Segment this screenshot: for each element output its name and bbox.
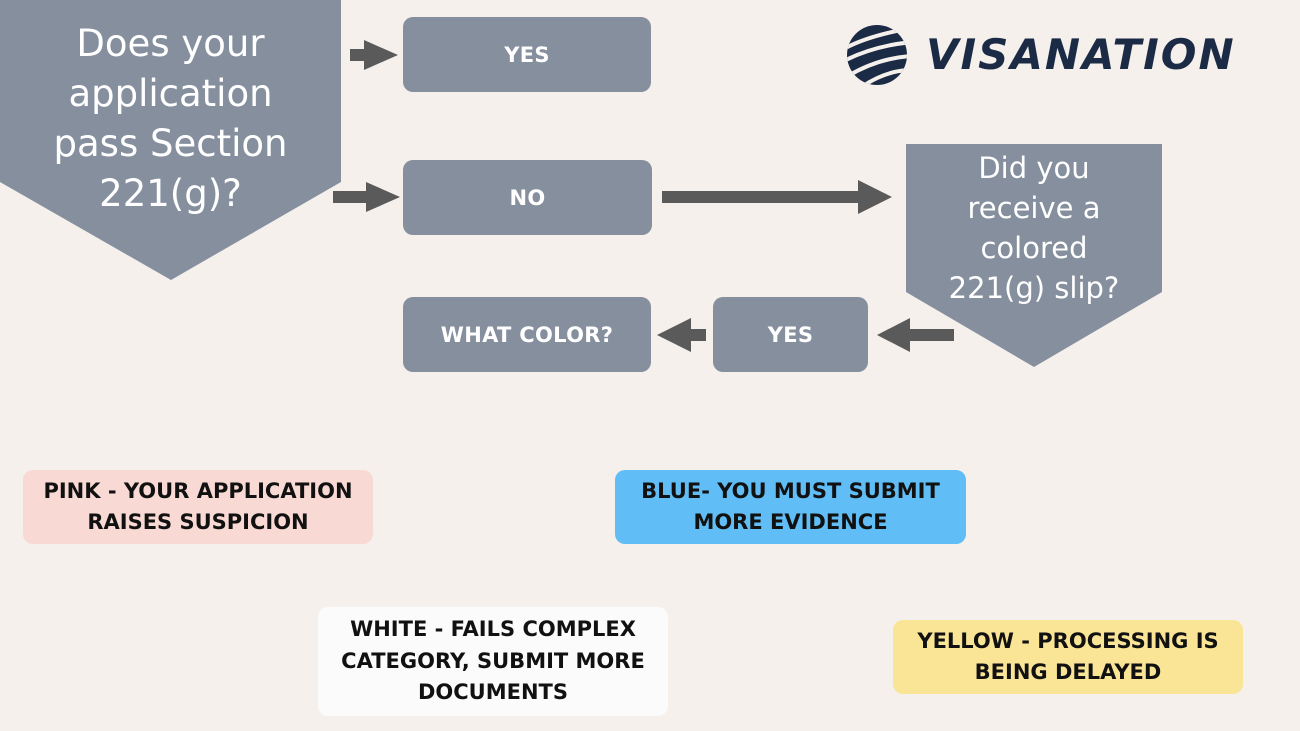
slip-question-shape [906,144,1162,367]
arrow-yes-to-what-color [657,318,706,352]
slip-yes-box: YES [713,297,868,372]
white-note: WHITE - FAILS COMPLEX CATEGORY, SUBMIT M… [318,607,668,716]
arrow-to-no [333,182,400,212]
arrow-no-to-slip [662,180,892,214]
arrow-to-yes [350,40,398,70]
logo: VISANATION [846,24,1234,86]
yellow-note: YELLOW - PROCESSING IS BEING DELAYED [893,620,1243,694]
pink-note: PINK - YOUR APPLICATION RAISES SUSPICION [23,470,373,544]
main-question-text: Does your application pass Section 221(g… [53,22,288,215]
arrow-slip-to-yes [877,318,954,352]
blue-note: BLUE- YOU MUST SUBMIT MORE EVIDENCE [615,470,966,544]
striped-globe-icon [847,25,907,85]
yes-box: YES [403,17,651,92]
no-box: NO [403,160,652,235]
what-color-box: WHAT COLOR? [403,297,651,372]
slip-question-text: Did you receive a colored 221(g) slip? [948,151,1120,305]
logo-wordmark: VISANATION [926,30,1236,79]
main-question-shape [0,0,341,280]
